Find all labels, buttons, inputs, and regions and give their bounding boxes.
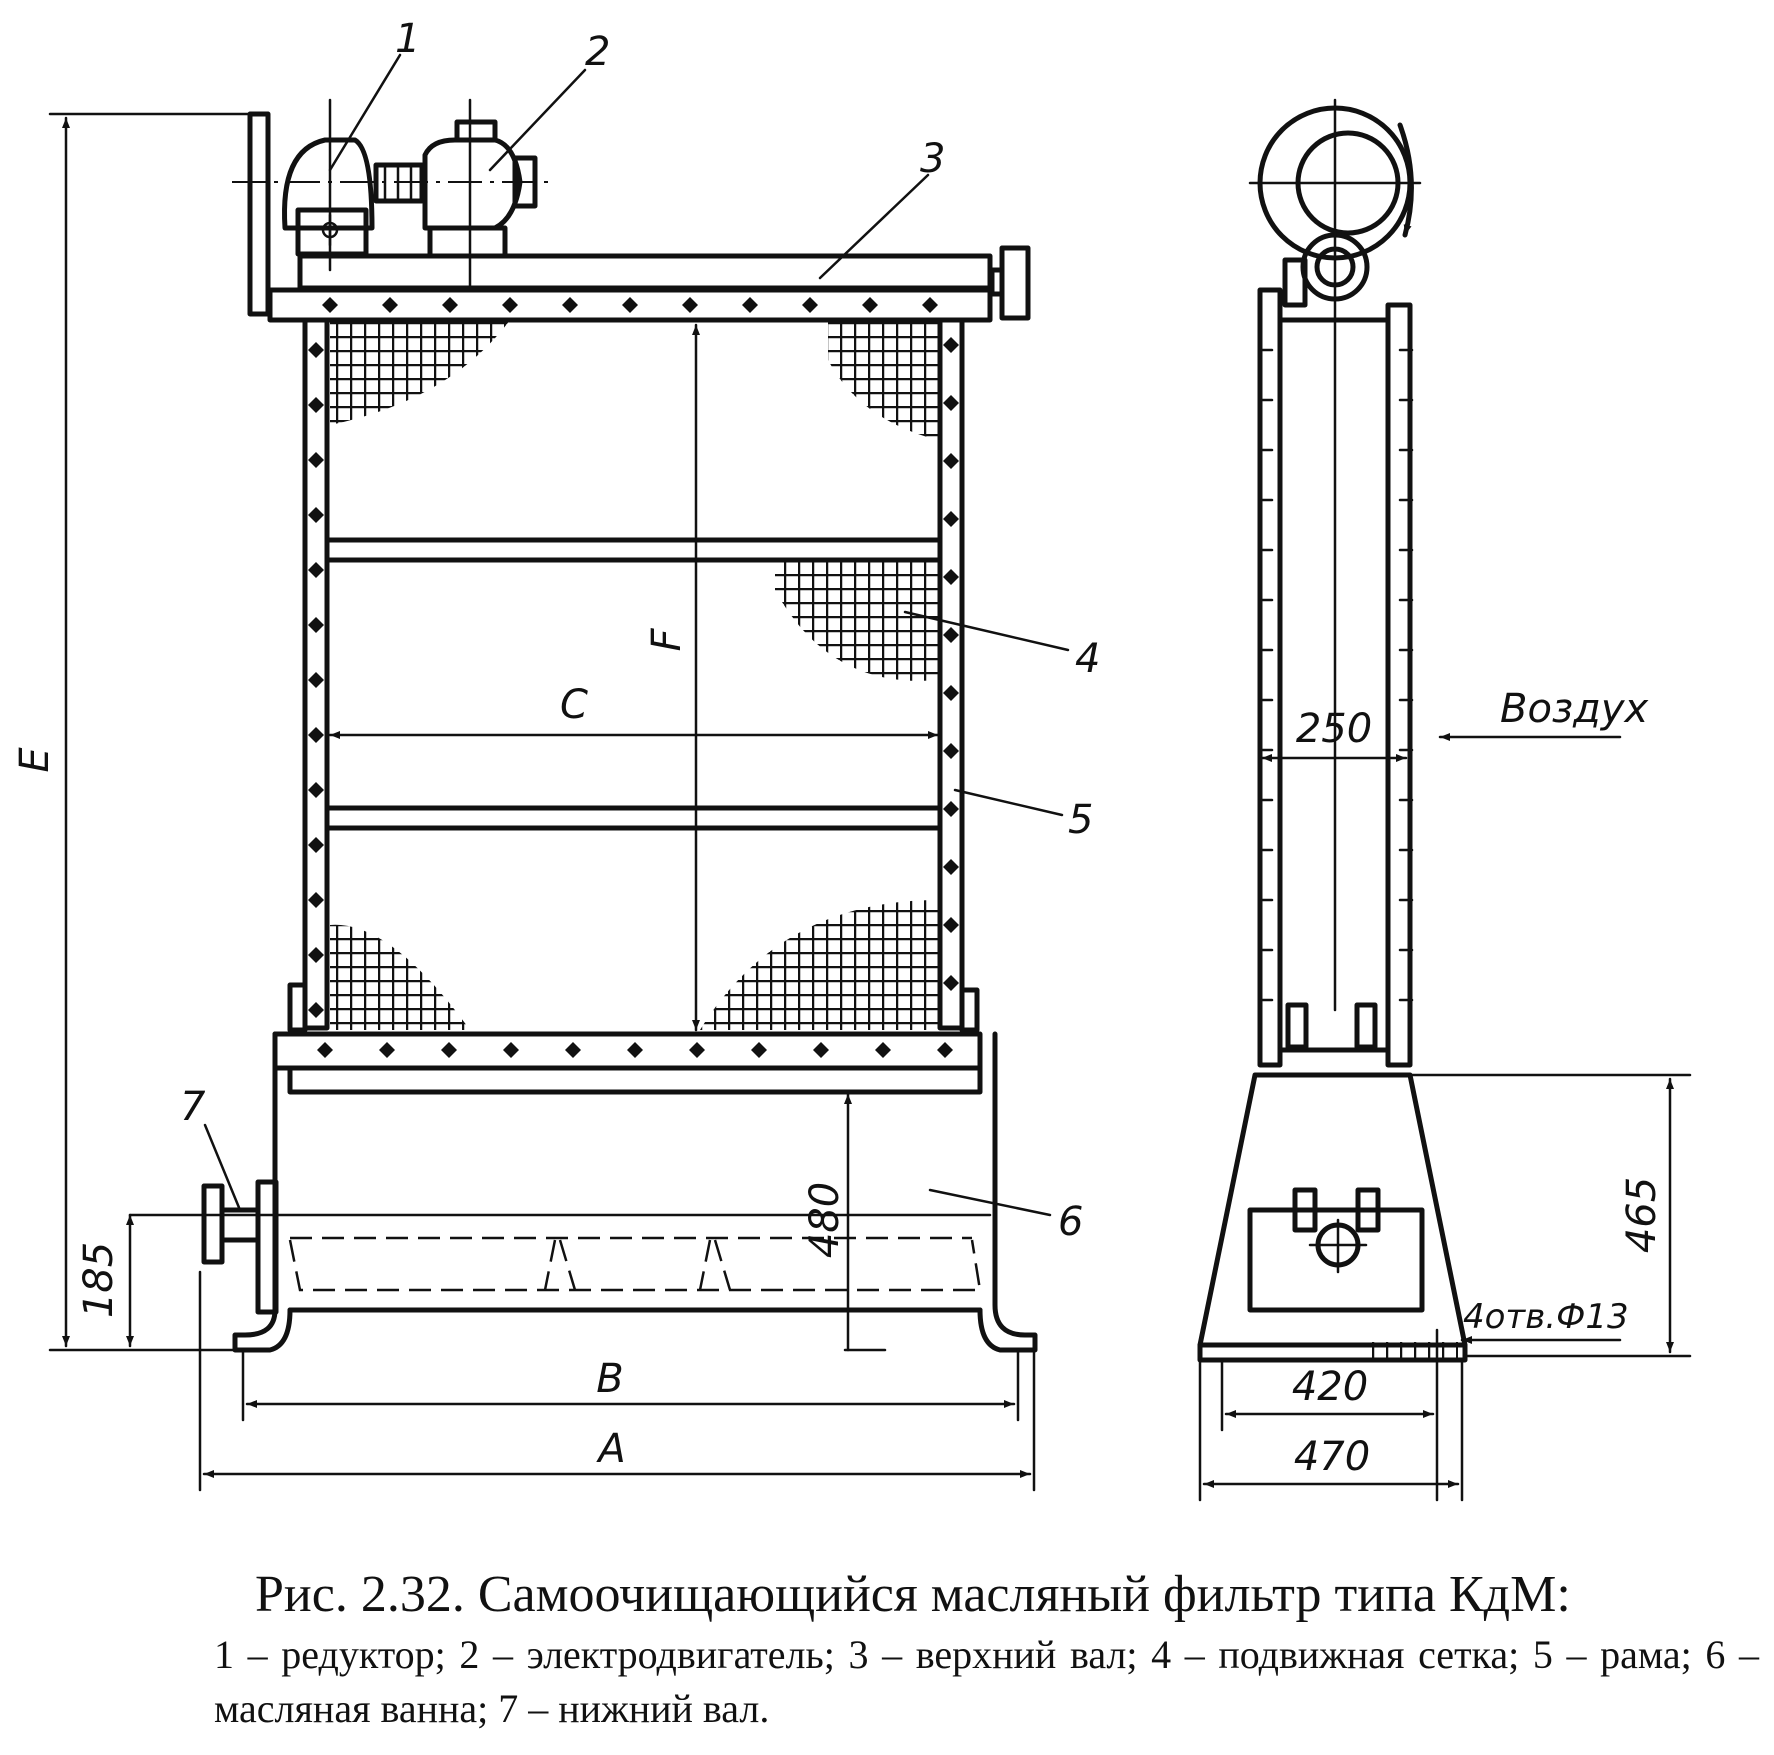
bolt-head <box>562 297 578 313</box>
bolt-head <box>943 627 959 643</box>
frame <box>287 317 980 1033</box>
bolt-head <box>943 453 959 469</box>
bolt-head <box>382 297 398 313</box>
bolt-head <box>308 562 324 578</box>
bolt-head <box>627 1042 643 1058</box>
dim-470-label: 470 <box>1294 1434 1370 1480</box>
bolt-head <box>308 507 324 523</box>
dim-e-label: E <box>12 747 58 773</box>
dimension-f: F <box>644 323 700 1032</box>
bolt-head <box>308 947 324 963</box>
bolt-head <box>862 297 878 313</box>
bolt-head <box>441 1042 457 1058</box>
side-rollers <box>1248 98 1422 1012</box>
callouts-front: 1 2 3 4 5 6 7 <box>180 16 1100 1245</box>
bolt-head <box>682 297 698 313</box>
figure-caption-title: Рис. 2.32. Самоочищающийся масляный филь… <box>255 1566 1571 1623</box>
bolt-head <box>317 1042 333 1058</box>
bolt-head <box>442 297 458 313</box>
callout-1: 1 <box>395 16 420 62</box>
bolt-head <box>943 685 959 701</box>
dimension-c: C <box>328 682 940 739</box>
bolt-head <box>622 297 638 313</box>
dimension-465: 465 <box>1408 1073 1692 1358</box>
bolt-head <box>308 1002 324 1018</box>
bolt-head <box>943 975 959 991</box>
lower-shaft <box>128 1179 992 1315</box>
bolt-head <box>689 1042 705 1058</box>
moving-mesh <box>330 320 938 1030</box>
bolt-head <box>308 342 324 358</box>
bolt-head <box>308 452 324 468</box>
dim-465-label: 465 <box>1619 1177 1665 1253</box>
dim-a-label: A <box>595 1426 625 1472</box>
bolt-head <box>943 917 959 933</box>
bolt-head <box>502 297 518 313</box>
bolt-head <box>308 892 324 908</box>
side-frame <box>1257 257 1414 1068</box>
callout-5: 5 <box>1068 797 1093 843</box>
bolt-head <box>937 1042 953 1058</box>
front-view: E <box>12 16 1100 1492</box>
bolt-head <box>308 782 324 798</box>
air-label: Воздух <box>1500 686 1649 732</box>
callout-7: 7 <box>180 1084 206 1130</box>
callout-2: 2 <box>585 29 610 75</box>
dimension-420: 420 <box>1220 1328 1439 1502</box>
bolt-head <box>922 297 938 313</box>
dimension-185: 185 <box>76 1213 134 1348</box>
dim-250-label: 250 <box>1296 706 1372 752</box>
bolt-head <box>943 743 959 759</box>
bolt-head <box>308 727 324 743</box>
dim-480-label: 480 <box>802 1182 848 1258</box>
dimension-e: E <box>12 112 257 1352</box>
bolt-head <box>943 801 959 817</box>
drive-unit <box>232 98 548 317</box>
bolt-head <box>875 1042 891 1058</box>
bolt-head <box>322 297 338 313</box>
dimension-470: 470 <box>1198 1358 1464 1502</box>
bolt-head <box>565 1042 581 1058</box>
air-flow: Воздух <box>1438 686 1649 741</box>
dim-f-label: F <box>644 628 690 652</box>
side-view: 250 Воздух 465 4отв. <box>1197 98 1692 1502</box>
dim-c-label: C <box>560 682 588 728</box>
holes-note: 4отв.Ф13 <box>1460 1297 1629 1344</box>
dimension-480: 480 <box>802 1092 887 1352</box>
bolt-head <box>308 672 324 688</box>
bolt-head <box>751 1042 767 1058</box>
holes-label: 4отв.Ф13 <box>1463 1297 1629 1337</box>
bolt-head <box>503 1042 519 1058</box>
bolt-head <box>813 1042 829 1058</box>
side-ticks <box>1260 348 1414 1002</box>
upper-shaft <box>267 245 1031 323</box>
dim-b-label: B <box>596 1356 623 1402</box>
oil-bath <box>232 1031 1038 1353</box>
bolt-head <box>943 511 959 527</box>
side-base <box>1197 1072 1468 1363</box>
bolt-head <box>308 397 324 413</box>
bolt-head <box>379 1042 395 1058</box>
dimension-a: A <box>198 1270 1036 1492</box>
bolt-head <box>308 837 324 853</box>
bolt-head <box>802 297 818 313</box>
callout-4: 4 <box>1075 636 1100 682</box>
dim-420-label: 420 <box>1292 1364 1368 1410</box>
figure-caption-legend: 1 – редуктор; 2 – электродвигатель; 3 – … <box>214 1632 1759 1731</box>
dimension-250: 250 <box>1260 706 1408 762</box>
bolt-head <box>742 297 758 313</box>
bolt-head <box>943 337 959 353</box>
bolt-head <box>943 395 959 411</box>
dim-185-label: 185 <box>76 1242 122 1318</box>
bolt-head <box>943 569 959 585</box>
bolt-rows <box>308 297 959 1058</box>
dimension-b: B <box>241 1348 1020 1422</box>
bolt-head <box>943 859 959 875</box>
callout-3: 3 <box>920 136 945 182</box>
bolt-head <box>308 617 324 633</box>
callout-6: 6 <box>1058 1199 1083 1245</box>
filter-drawing: E <box>12 16 1692 1502</box>
